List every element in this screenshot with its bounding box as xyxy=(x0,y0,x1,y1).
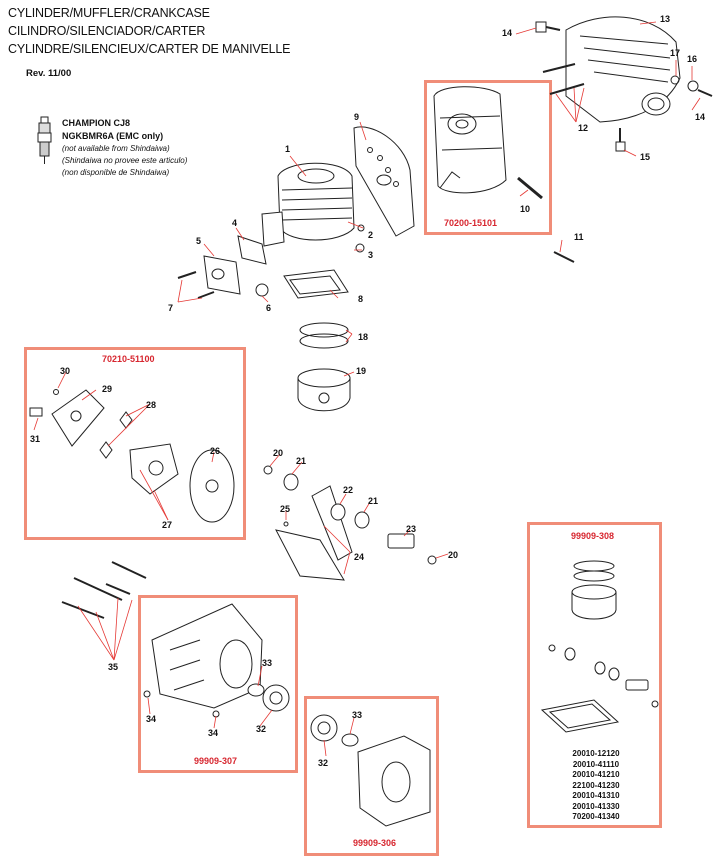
callout-5: 5 xyxy=(196,236,201,246)
callout-3: 3 xyxy=(368,250,373,260)
callout-35: 35 xyxy=(108,662,118,672)
callout-34: 34 xyxy=(146,714,156,724)
callout-8: 8 xyxy=(358,294,363,304)
title-french: CYLINDRE/SILENCIEUX/CARTER DE MANIVELLE xyxy=(8,42,291,56)
callout-21: 21 xyxy=(296,456,306,466)
callout-17: 17 xyxy=(670,48,680,58)
callout-11: 11 xyxy=(574,232,584,242)
callout-9: 9 xyxy=(354,112,359,122)
piston-drawing xyxy=(297,322,351,412)
crankcase-left-kit-label: 99909-307 xyxy=(194,756,238,766)
callout-16: 16 xyxy=(687,54,697,64)
callout-27: 27 xyxy=(162,520,172,530)
revision-label: Rev. 11/00 xyxy=(26,68,72,79)
piston-kit-box xyxy=(527,522,662,828)
crankcase-right-kit-box xyxy=(304,696,439,856)
callout-19: 19 xyxy=(356,366,366,376)
callout-18: 18 xyxy=(358,332,368,342)
callout-25: 25 xyxy=(280,504,290,514)
callout-26: 26 xyxy=(210,446,220,456)
callout-numbers: 1 2 3 4 5 6 7 8 9 10 11 12 13 14 14 15 1… xyxy=(30,14,705,768)
piston-kit-part: 22100-41230 xyxy=(572,780,620,790)
clutch-drawing xyxy=(29,389,235,523)
crankshaft-drawing xyxy=(263,465,437,581)
callout-10: 10 xyxy=(520,204,530,214)
clutch-kit-label: 70210-51100 xyxy=(102,354,155,364)
callout-6: 6 xyxy=(266,303,271,313)
callout-14: 14 xyxy=(695,112,705,122)
callout-1: 1 xyxy=(285,144,290,154)
callout-33: 33 xyxy=(352,710,362,720)
callout-23: 23 xyxy=(406,524,416,534)
callout-12: 12 xyxy=(578,123,588,133)
spark-plug-champion: CHAMPION CJ8 xyxy=(62,118,131,128)
callout-33: 33 xyxy=(262,658,272,668)
muffler-kit-box xyxy=(424,80,552,235)
title-english: CYLINDER/MUFFLER/CRANKCASE xyxy=(8,6,210,20)
callout-4: 4 xyxy=(232,218,237,228)
callout-7: 7 xyxy=(168,303,173,313)
piston-kit-part: 20010-41310 xyxy=(572,791,620,800)
callout-13: 13 xyxy=(660,14,670,24)
crankcase-right-drawing xyxy=(310,714,431,827)
leader-lines xyxy=(33,21,701,757)
intake-parts-drawing xyxy=(177,224,575,299)
piston-kit-part-list: 20010-12120 20010-41110 20010-41210 2210… xyxy=(556,749,636,823)
crankcase-left-kit-box xyxy=(138,595,298,773)
callout-15: 15 xyxy=(640,152,650,162)
piston-kit-part: 70200-41340 xyxy=(572,812,620,821)
callout-31: 31 xyxy=(30,434,40,444)
piston-kit-part: 20010-41110 xyxy=(572,759,620,769)
clutch-kit-box xyxy=(24,347,246,540)
callout-14: 14 xyxy=(502,28,512,38)
muffler-drawing xyxy=(433,86,543,200)
spark-plug-note-es: (Shindaiwa no provee este articulo) xyxy=(62,156,188,165)
screws-drawing xyxy=(61,561,147,619)
callout-20: 20 xyxy=(448,550,458,560)
piston-kit-label: 99909-308 xyxy=(571,531,615,541)
callout-28: 28 xyxy=(146,400,156,410)
spark-plug-note-fr: (non disponible de Shindaiwa) xyxy=(62,168,170,177)
cylinder-drawing xyxy=(261,126,415,247)
piston-kit-part: 20010-41330 xyxy=(572,801,620,811)
callout-32: 32 xyxy=(256,724,266,734)
spark-plug-drawing xyxy=(37,116,52,164)
callout-30: 30 xyxy=(60,366,70,376)
crankcase-left-drawing xyxy=(143,603,290,718)
spark-plug-ngk: NGKBMR6A (EMC only) xyxy=(62,131,164,141)
crankcase-right-kit-label: 99909-306 xyxy=(353,838,397,848)
callout-21: 21 xyxy=(368,496,378,506)
spark-plug-note-en: (not available from Shindaiwa) xyxy=(62,144,170,153)
piston-kit-part: 20010-41210 xyxy=(572,770,620,779)
piston-kit-part: 20010-12120 xyxy=(572,749,620,758)
callout-29: 29 xyxy=(102,384,112,394)
callout-22: 22 xyxy=(343,485,353,495)
title-spanish: CILINDRO/SILENCIADOR/CARTER xyxy=(8,24,206,38)
muffler-kit-label: 70200-15101 xyxy=(444,218,498,228)
callout-32: 32 xyxy=(318,758,328,768)
cylinder-cover-drawing xyxy=(535,16,713,152)
callout-24: 24 xyxy=(354,552,364,562)
callout-20: 20 xyxy=(273,448,283,458)
callout-34: 34 xyxy=(208,728,218,738)
callout-2: 2 xyxy=(368,230,373,240)
piston-kit-drawing xyxy=(540,560,659,733)
